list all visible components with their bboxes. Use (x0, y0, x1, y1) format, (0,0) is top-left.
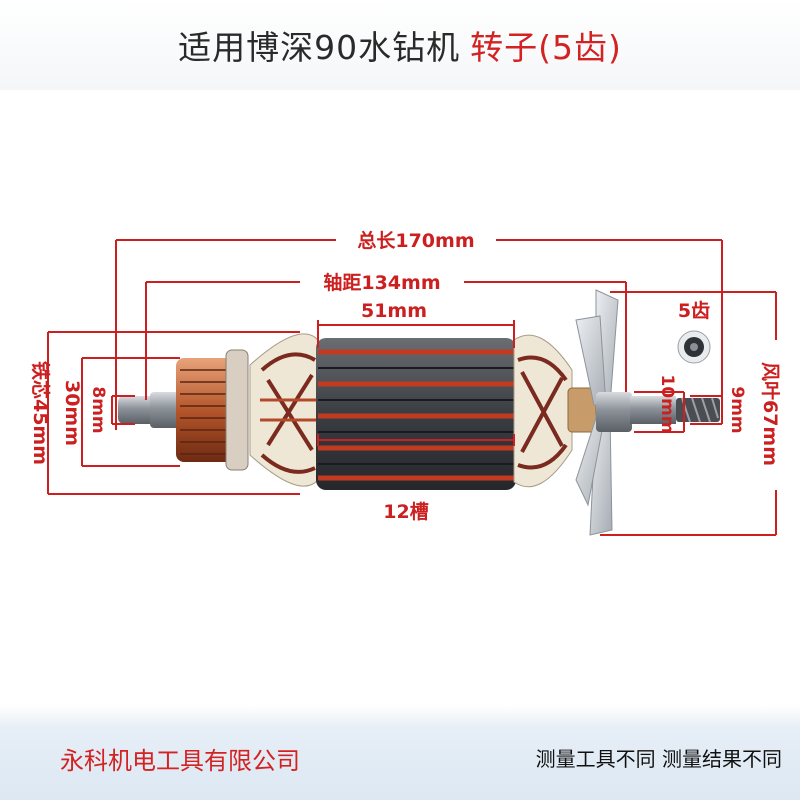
gear-shaft (630, 396, 720, 424)
company-name: 永科机电工具有限公司 (60, 747, 300, 775)
shaft-distance-label: 轴距134mm (323, 271, 440, 294)
core-diameter-label: 铁芯45mm (29, 361, 52, 465)
header-bar: 适用博深90水钻机转子(5齿) (0, 0, 800, 90)
gear-end-view (677, 330, 711, 364)
left-winding (249, 333, 319, 487)
shaft-9mm-label: 9mm (727, 386, 747, 433)
armature-product-image: 总长170mm 轴距134mm 51mm 5齿 12槽 铁芯45mm 30mm … (29, 228, 787, 536)
cooling-fan (575, 289, 632, 536)
page-title: 适用博深90水钻机转子(5齿) (178, 21, 622, 69)
title-accent: 转子(5齿) (470, 28, 622, 67)
commutator (176, 349, 249, 471)
commutator-diameter-label: 30mm (61, 380, 83, 446)
measurement-note: 测量工具不同 测量结果不同 (535, 747, 782, 771)
left-shaft (118, 392, 180, 428)
title-main: 适用博深90水钻机 (178, 28, 461, 67)
fan-diameter-label: 风叶67mm (759, 362, 781, 466)
stack-length-label: 51mm (361, 300, 427, 322)
shaft-10mm-label: 10mm (657, 374, 677, 433)
footer-bar: 永科机电工具有限公司 测量工具不同 测量结果不同 (0, 705, 800, 800)
right-winding (513, 334, 573, 488)
teeth-count-label: 5齿 (678, 300, 710, 322)
slot-count-label: 12槽 (383, 500, 428, 523)
iron-core (316, 338, 516, 490)
total-length-label: 总长170mm (357, 229, 474, 252)
shaft-8mm-label: 8mm (88, 386, 108, 433)
